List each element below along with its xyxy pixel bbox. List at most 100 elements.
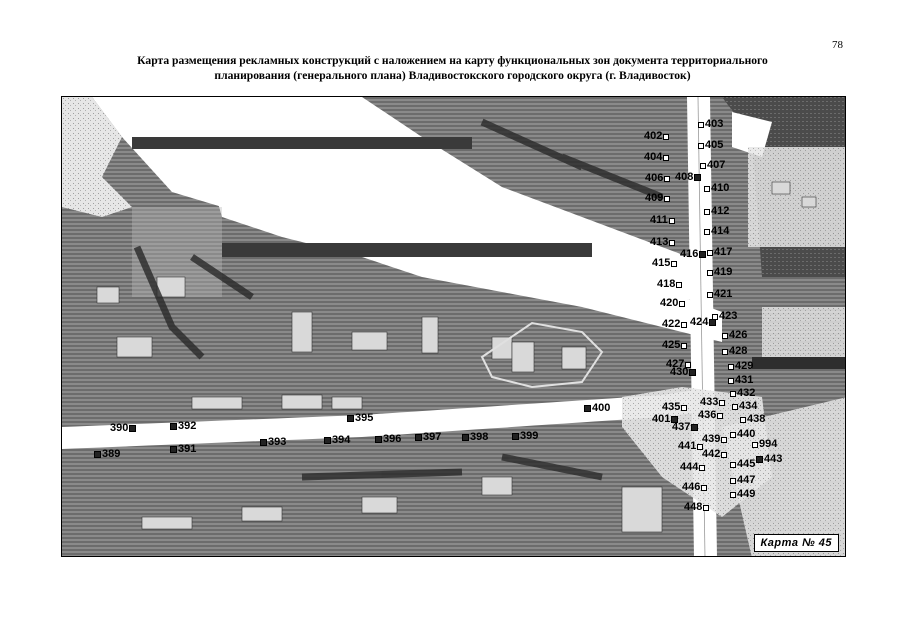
filled-square-icon [709,319,717,326]
ad-marker-label: 421 [714,288,733,300]
ad-marker-445[interactable]: 445 [730,459,755,470]
ad-marker-389[interactable]: 389 [94,449,120,460]
filled-square-icon [699,251,707,258]
plaza-zone [62,97,132,217]
open-square-icon [664,195,671,202]
ad-marker-433[interactable]: 433 [700,397,726,408]
ad-marker-label: 432 [737,387,756,399]
ad-marker-394[interactable]: 394 [324,435,350,446]
ad-marker-449[interactable]: 449 [730,489,755,500]
ad-marker-421[interactable]: 421 [707,289,732,300]
ad-marker-417[interactable]: 417 [707,247,732,258]
ad-marker-430[interactable]: 430 [670,367,697,378]
ad-marker-label: 448 [684,501,703,513]
ad-marker-391[interactable]: 391 [170,444,196,455]
open-square-icon [722,348,728,355]
ad-marker-435[interactable]: 435 [662,402,688,413]
ad-marker-432[interactable]: 432 [730,388,755,399]
ad-marker-414[interactable]: 414 [704,226,729,237]
ad-marker-444[interactable]: 444 [680,461,706,473]
open-square-icon [703,504,710,511]
filled-square-icon [671,416,679,423]
title-line-1: Карта размещения рекламных конструкций с… [137,54,768,67]
open-square-icon [663,154,670,161]
filled-square-icon [94,451,101,458]
filled-square-icon [756,456,763,463]
open-square-icon [707,291,713,298]
ad-marker-422[interactable]: 422 [662,319,688,330]
filled-square-icon [462,434,469,441]
ad-marker-label: 425 [662,339,681,351]
ad-marker-411[interactable]: 411 [650,215,675,226]
ad-marker-438[interactable]: 438 [740,414,765,425]
open-square-icon [730,461,736,468]
ad-marker-408[interactable]: 408 [675,172,702,183]
main-road [62,389,702,449]
ad-marker-label: 398 [470,431,489,443]
ad-marker-label: 391 [178,443,197,455]
ad-marker-label: 437 [672,421,691,433]
open-square-icon [721,436,728,443]
ad-marker-400[interactable]: 400 [584,403,610,414]
ad-marker-416[interactable]: 416 [680,249,707,260]
ad-marker-415[interactable]: 415 [652,258,678,269]
ad-marker-446[interactable]: 446 [682,482,708,493]
filled-square-icon [694,174,702,181]
ad-marker-431[interactable]: 431 [728,375,753,386]
ad-marker-label: 414 [711,225,730,237]
ad-marker-392[interactable]: 392 [170,421,196,432]
ad-marker-437[interactable]: 437 [672,421,699,433]
ad-marker-439[interactable]: 439 [702,434,728,445]
ad-marker-407[interactable]: 407 [700,160,725,171]
ad-marker-426[interactable]: 426 [722,330,747,341]
ad-marker-429[interactable]: 429 [728,361,753,372]
ad-marker-402[interactable]: 402 [644,131,670,142]
ad-marker-994[interactable]: 994 [752,439,777,450]
ad-marker-425[interactable]: 425 [662,339,688,351]
ad-marker-label: 443 [764,453,783,465]
ad-marker-413[interactable]: 413 [650,236,676,248]
open-square-icon [668,217,675,224]
ad-marker-441[interactable]: 441 [678,441,704,452]
ad-marker-424[interactable]: 424 [690,317,717,328]
ad-marker-398[interactable]: 398 [462,432,488,443]
ad-marker-427[interactable]: 427 [666,359,692,370]
filled-square-icon [170,423,177,430]
ad-marker-428[interactable]: 428 [722,346,747,357]
open-square-icon [700,162,706,169]
ad-marker-label: 444 [680,461,699,473]
ad-marker-409[interactable]: 409 [645,193,671,204]
ad-marker-448[interactable]: 448 [684,501,710,513]
ad-marker-399[interactable]: 399 [512,431,538,442]
ad-marker-420[interactable]: 420 [660,298,686,309]
ad-marker-403[interactable]: 403 [698,119,723,130]
ad-marker-395[interactable]: 395 [347,413,373,424]
ad-marker-418[interactable]: 418 [657,279,683,290]
ad-marker-440[interactable]: 440 [730,429,755,440]
filled-square-icon [691,424,699,431]
ad-marker-401[interactable]: 401 [652,414,679,425]
ad-marker-436[interactable]: 436 [698,410,724,421]
ad-marker-410[interactable]: 410 [704,183,729,194]
ad-marker-397[interactable]: 397 [415,432,441,443]
ad-marker-405[interactable]: 405 [698,140,723,151]
ad-marker-label: 404 [644,151,663,163]
ad-marker-419[interactable]: 419 [707,267,732,278]
ad-marker-404[interactable]: 404 [644,151,670,163]
ad-marker-412[interactable]: 412 [704,206,729,217]
ad-marker-434[interactable]: 434 [732,401,757,412]
ad-marker-443[interactable]: 443 [756,454,782,465]
ad-marker-396[interactable]: 396 [375,434,401,445]
ad-marker-label: 405 [705,139,724,151]
ad-marker-393[interactable]: 393 [260,437,286,448]
ad-marker-447[interactable]: 447 [730,475,755,486]
open-square-icon [730,491,736,498]
ad-marker-442[interactable]: 442 [702,449,728,460]
filled-square-icon [170,446,177,453]
ad-marker-label: 390 [110,422,129,434]
ad-marker-390[interactable]: 390 [110,422,137,434]
ad-marker-label: 413 [650,236,669,248]
ad-marker-406[interactable]: 406 [645,173,671,184]
ad-marker-label: 403 [705,118,724,130]
